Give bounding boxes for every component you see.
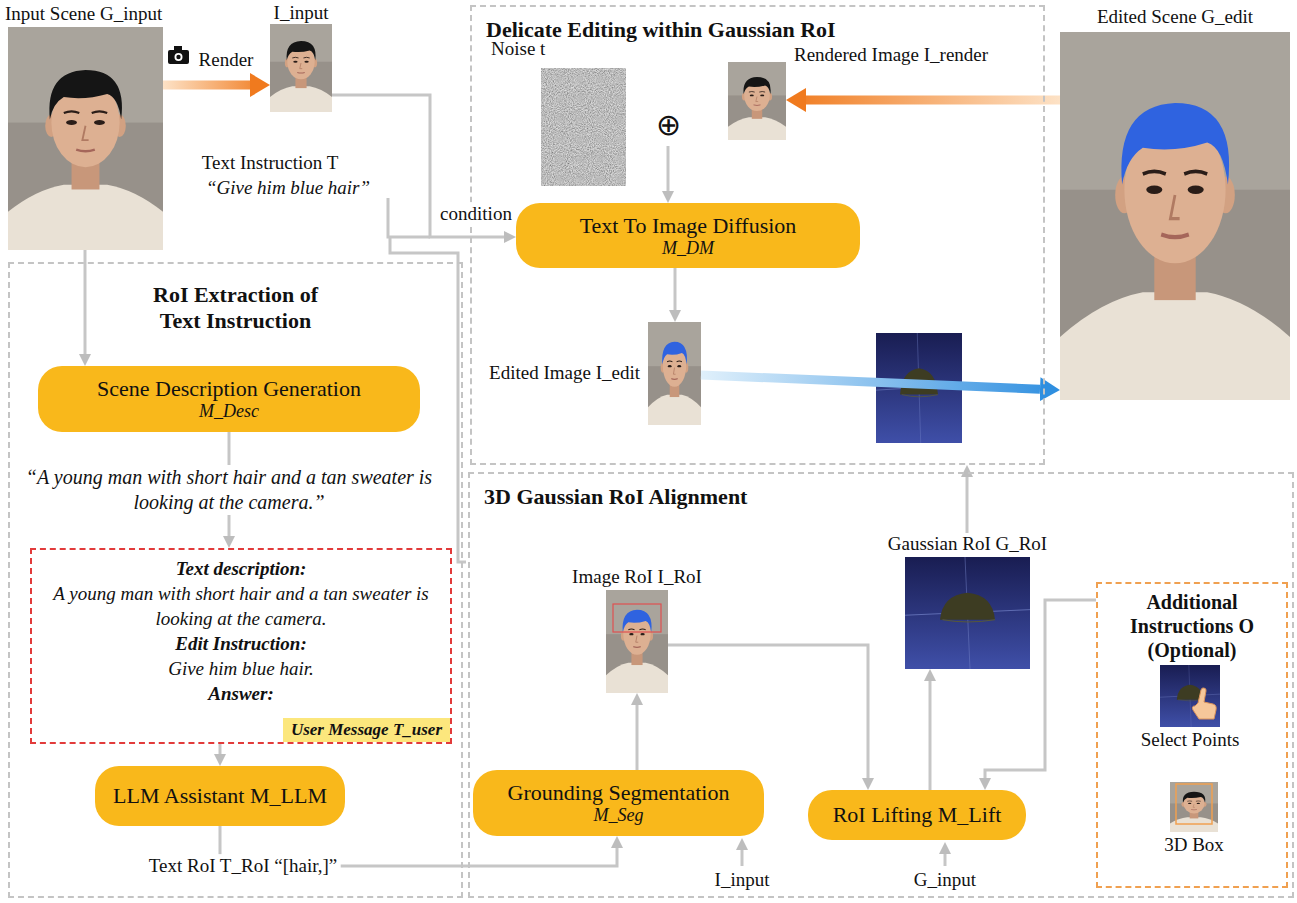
image-caption: Edited Scene G_edit (1097, 6, 1253, 28)
edge-label: Render (196, 48, 257, 72)
connector-arrow (84, 250, 87, 354)
image-caption: Rendered Image I_render (794, 44, 988, 66)
edge-label: condition (437, 202, 515, 226)
gaussian-roi: Gaussian RoI G_RoI (905, 533, 1030, 669)
edge-label: Text RoI T_RoI “[hair,]” (146, 854, 341, 878)
process-box: Grounding SegmentationM_Seg (473, 770, 764, 836)
node-text: Give him blue hair. (40, 656, 442, 681)
node-text: M_Seg (594, 805, 644, 826)
region-title: Additional Instructions O (Optional) (1112, 590, 1272, 662)
connector-arrow (701, 375, 1040, 389)
input-arrow (944, 854, 947, 866)
image-caption: Edited Image I_edit (489, 362, 640, 384)
edge-label: “A young man with short hair and a tan s… (19, 465, 440, 515)
image-caption: Gaussian RoI G_RoI (888, 533, 1047, 555)
process-box: LLM Assistant M_LLM (95, 766, 345, 826)
process-box: RoI Lifting M_Lift (808, 790, 1026, 840)
region-title: 3D Gaussian RoI Alignment (484, 484, 1278, 510)
optional-box: Additional Instructions O (Optional)Sele… (1096, 582, 1288, 888)
instruction-heading: Text Instruction T (202, 152, 339, 175)
plus-arrow (667, 146, 670, 191)
node-text: Text description: (40, 556, 442, 581)
input-label: G_input (914, 869, 976, 892)
region-title: RoI Extraction of Text Instruction (136, 282, 336, 335)
image-caption: Input Scene G_input (5, 3, 162, 25)
node-text: A young man with short hair and a tan sw… (40, 581, 442, 631)
instruction-text: “Give him blue hair” (206, 177, 370, 200)
node-text: RoI Lifting M_Lift (833, 802, 1002, 827)
region-panel: 3D Gaussian RoI AlignmentImage RoI I_RoI… (468, 472, 1294, 898)
connector-arrow (966, 477, 969, 533)
image-caption: 3D Box (1164, 834, 1224, 856)
box-image: 3D Box (1170, 782, 1218, 856)
edited-image: Edited Image I_edit (648, 322, 701, 425)
connector-arrow (929, 681, 932, 790)
input-label: I_input (715, 869, 770, 892)
node-text: Scene Description Generation (97, 376, 361, 401)
instruction-line (388, 198, 430, 237)
prompt-box: Text description:A young man with short … (30, 548, 452, 744)
node-text: Grounding Segmentation (508, 780, 730, 805)
node-text: Text To Image Diffusion (580, 213, 797, 238)
input-arrow (741, 850, 744, 866)
region-panel: Delicate Editing within Gaussian RoINois… (470, 5, 1045, 465)
image-caption: I_input (274, 2, 329, 24)
node-text: M_Desc (199, 401, 259, 422)
select-points-image: Select Points (1160, 665, 1220, 751)
edited-scene-image: Edited Scene G_edit (1060, 6, 1290, 400)
connector-arrow (636, 705, 639, 770)
highlight-tag: User Message T_user (283, 718, 450, 742)
region-panel: RoI Extraction of Text InstructionScene … (8, 262, 463, 898)
image-caption: Noise t (491, 38, 545, 60)
connector-arrow (674, 268, 677, 310)
image-roi: Image RoI I_RoI (606, 566, 668, 693)
process-box: Text To Image DiffusionM_DM (516, 203, 860, 268)
node-text: M_DM (662, 238, 714, 259)
region-title: Delicate Editing within Gaussian RoI (486, 17, 1029, 43)
connector-arrow (219, 744, 222, 754)
process-box: Scene Description GenerationM_Desc (38, 366, 420, 432)
connector-arrow (806, 96, 1060, 105)
node-text: User Message T_user (291, 719, 442, 741)
image-caption: Select Points (1141, 729, 1240, 751)
input-scene-image: Input Scene G_input (8, 3, 163, 250)
node-text: Edit Instruction: (40, 631, 442, 656)
connector-arrow (163, 81, 250, 90)
connector-arrow (985, 600, 1096, 778)
image-caption: Image RoI I_RoI (572, 566, 702, 588)
rendered-image: Rendered Image I_render (728, 62, 786, 140)
node-text: LLM Assistant M_LLM (113, 783, 327, 808)
noise-image: Noise t (541, 68, 626, 186)
node-text: Answer: (40, 681, 442, 706)
connector-arrow (668, 645, 868, 778)
plus-symbol: ⊕ (656, 107, 681, 143)
input-image: I_input (270, 2, 332, 112)
